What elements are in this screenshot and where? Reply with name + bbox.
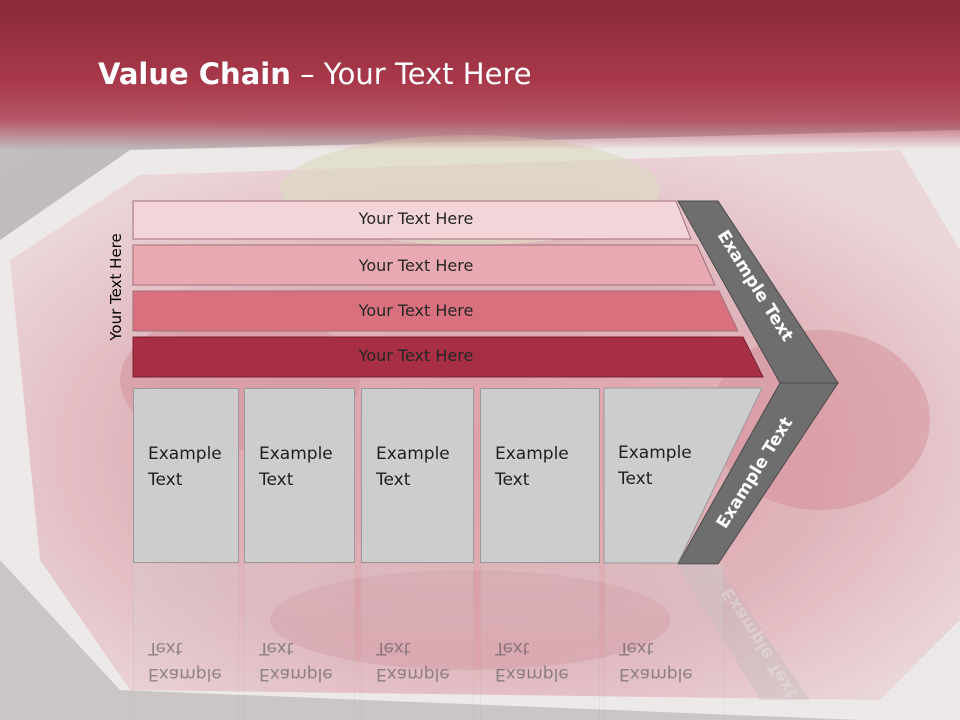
title-rest: – Your Text Here [290,57,532,91]
bar-4-label: Your Text Here [358,346,474,365]
bar-3 [132,290,739,332]
bar-3-label: Your Text Here [358,301,474,320]
slide-title: Value Chain – Your Text Here [98,52,532,96]
bar-1-label: Your Text Here [358,209,474,228]
chevron-lower [677,382,839,565]
bar-2 [132,244,716,286]
title-bold: Value Chain [98,57,291,91]
bar-1 [132,200,692,240]
chevron-reflection [678,566,810,700]
bar-2-label: Your Text Here [358,256,474,275]
box-5-shape [603,387,763,564]
header-band [0,0,960,150]
bar-4 [132,336,764,378]
